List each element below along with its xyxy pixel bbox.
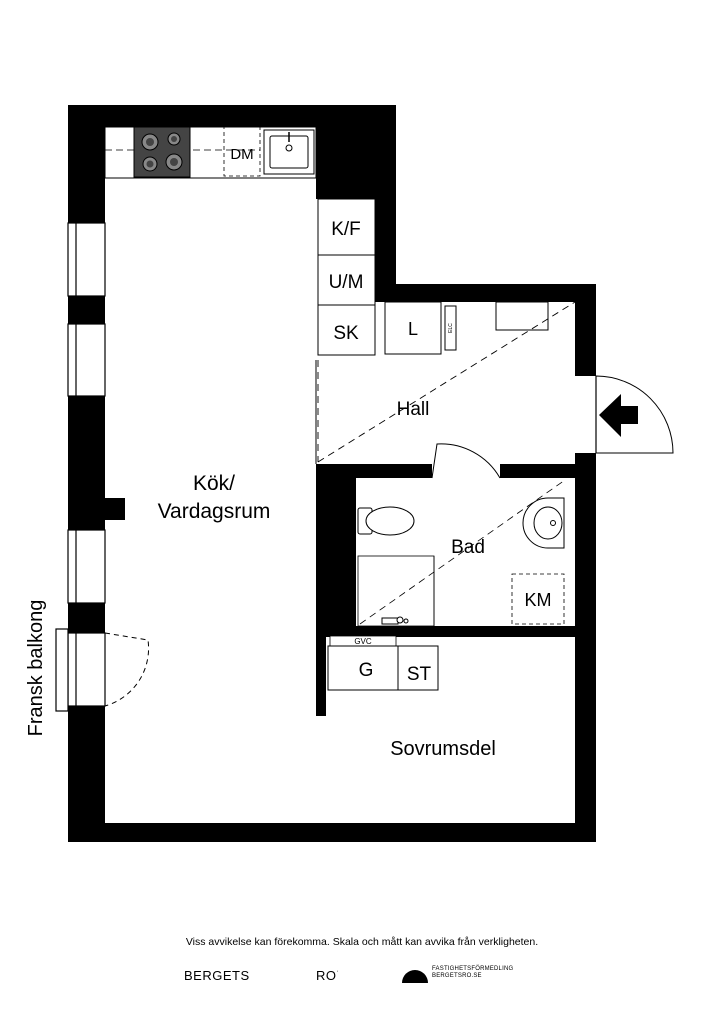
wardrobe-box (327, 645, 399, 691)
wall-left-3 (68, 396, 105, 530)
dishwasher-label: DM (230, 146, 253, 163)
wall-left-2 (68, 296, 105, 324)
brand-left: BERGETS (184, 968, 250, 983)
bath-label: Bad (451, 537, 485, 558)
stove-icon (133, 126, 191, 178)
hall-label: Hall (397, 399, 430, 420)
hall-shelf (495, 301, 549, 331)
window-1 (67, 222, 106, 297)
sink-icon (263, 129, 315, 175)
washbasin-icon (522, 497, 565, 549)
wall-kitchen-right (316, 105, 396, 199)
hall-diagonal (317, 301, 576, 463)
kitchen-counter (104, 126, 317, 179)
washing-machine-label: KM (525, 590, 552, 610)
balcony-rail (55, 628, 69, 712)
fridge-label: K/F (331, 219, 361, 240)
shower-mixer-icon (381, 616, 409, 625)
wall-bath-bottom (316, 626, 596, 637)
wall-right-lower (575, 453, 596, 842)
disclaimer-text: Viss avvikelse kan förekomma. Skala och … (185, 936, 539, 948)
window-balcony-door (67, 632, 106, 707)
washing-machine-box (511, 573, 565, 625)
bath-door (431, 443, 501, 479)
agency-text: FASTIGHETSFÖRMEDLING BERGETSRO.SE (432, 966, 513, 980)
wall-kitchen-right-lower (375, 199, 396, 284)
wall-left-5 (68, 706, 105, 842)
brand-dot-icon: · (336, 968, 340, 975)
wall-bath-top-right (500, 464, 595, 478)
wall-top (68, 105, 396, 127)
entrance-arrow-icon (599, 394, 638, 437)
wall-wardrobe-left (316, 626, 326, 716)
wall-left-pillar (105, 498, 125, 520)
wall-right-hall (575, 284, 596, 376)
brand-right: RO· (316, 968, 339, 983)
bedroom-label: Sovrumsdel (390, 738, 496, 760)
electrical-label: ELC (448, 323, 454, 333)
balcony-door-swing (104, 632, 150, 707)
kitchen-living-label-2: Vardagsrum (158, 500, 271, 523)
dishwasher-outline (223, 126, 261, 177)
water-heater-label: GVC (354, 637, 372, 646)
windows (67, 222, 106, 707)
walls (68, 105, 596, 842)
linen-cabinet-label: L (408, 319, 418, 339)
electrical-box (444, 305, 457, 351)
agency-line-2: BERGETSRO.SE (432, 973, 482, 979)
toilet-icon (357, 506, 415, 536)
wall-left-1 (68, 105, 105, 223)
micro-oven-label: U/M (329, 272, 364, 293)
window-3 (67, 529, 106, 604)
bath-diagonal (359, 479, 566, 625)
cabinet-label: SK (333, 323, 359, 344)
wall-hall-top (375, 284, 596, 302)
wall-bottom (68, 823, 596, 842)
kitchen-living-label-1: Kök/ (193, 472, 235, 495)
storage-label: ST (407, 664, 432, 685)
window-2 (67, 323, 106, 397)
linen-cabinet-box (384, 301, 442, 355)
wall-left-4 (68, 603, 105, 633)
kitchen-column (317, 198, 376, 356)
wall-bath-left (316, 464, 356, 632)
fridge-box (317, 198, 376, 256)
shower-area (357, 555, 435, 627)
agency-logo-icon (402, 970, 428, 983)
brand-right-text: RO (316, 968, 337, 983)
storage-box (397, 645, 439, 691)
wardrobe-label: G (359, 660, 374, 681)
agency-line-1: FASTIGHETSFÖRMEDLING (432, 966, 514, 972)
cabinet-box (317, 304, 376, 356)
balcony-label: Fransk balkong (25, 600, 47, 737)
